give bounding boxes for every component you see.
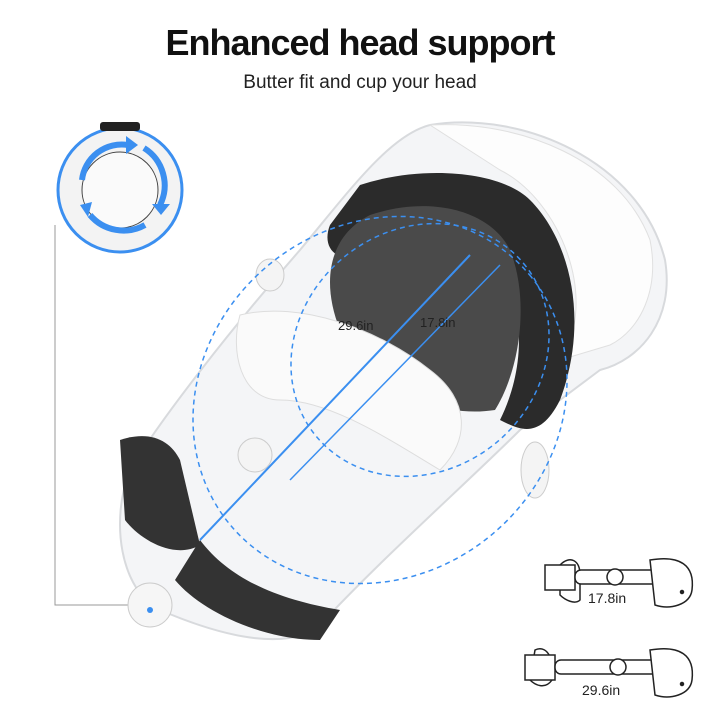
measure-line-short — [289, 264, 501, 481]
measurement-overlay — [192, 215, 568, 585]
diagram-long — [524, 648, 694, 698]
circumference-29-6 — [192, 215, 568, 585]
rotate-dial-icon — [56, 122, 184, 254]
diagram-short — [544, 558, 694, 608]
diagram-label-long: 29.6in — [582, 682, 621, 698]
diagram-label-short: 17.8in — [588, 590, 627, 606]
page-subtitle: Butter fit and cup your head — [243, 72, 477, 93]
page-title: Enhanced head support — [165, 22, 555, 63]
measure-label-long: 29.6in — [338, 318, 374, 333]
circumference-17-8 — [290, 222, 550, 478]
callout-line — [54, 225, 150, 606]
measure-line-long — [199, 254, 471, 541]
measure-label-short: 17.8in — [420, 315, 456, 330]
headset-body — [119, 121, 668, 641]
